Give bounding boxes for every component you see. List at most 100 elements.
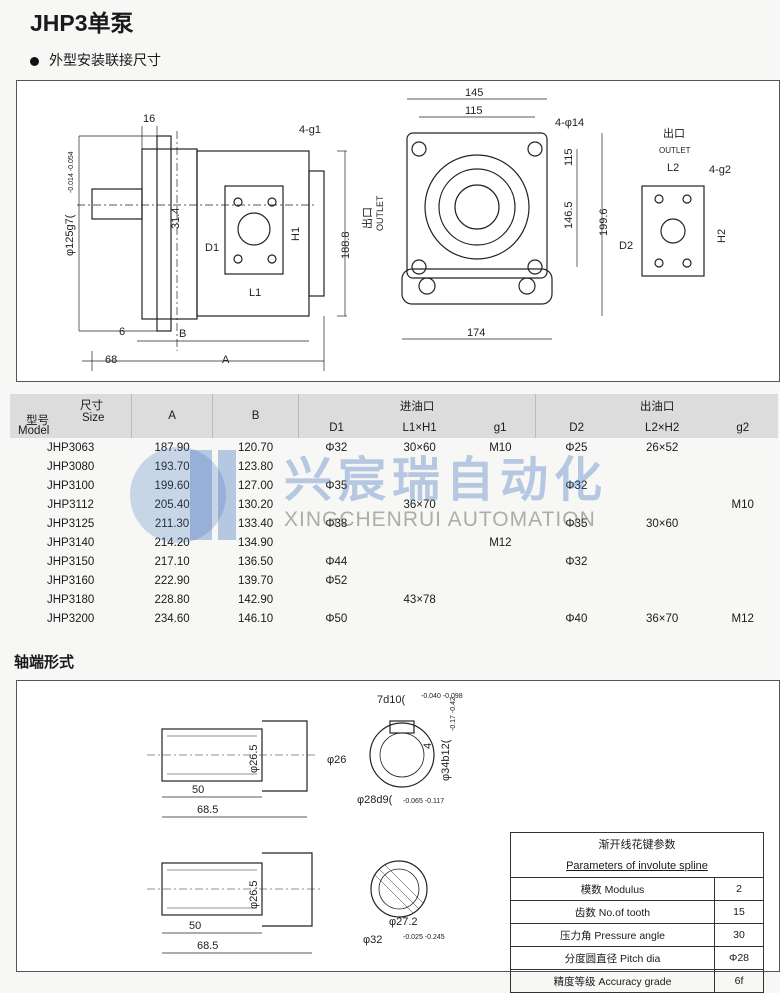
dim-50-b: 50 — [189, 920, 201, 932]
cell-B: 136.50 — [237, 555, 274, 568]
dim-phi26: φ26 — [327, 754, 346, 766]
dim-145: 145 — [465, 87, 483, 99]
spline-value: 6f — [714, 969, 764, 993]
cell-model: JHP3112 — [47, 498, 94, 511]
cell-B: 127.00 — [237, 479, 274, 492]
dim-phi265-a: φ26.5 — [248, 744, 260, 773]
dim-6: 6 — [119, 326, 125, 338]
dim-phi34-tol: -0.17 -0.42 — [450, 697, 457, 731]
dim-D1: D1 — [205, 242, 219, 254]
dim-phi34: φ34b12( — [440, 739, 452, 781]
outlet-label-en: OUTLET — [375, 195, 385, 231]
cell-B: 120.70 — [237, 441, 274, 454]
cell-model: JHP3200 — [46, 612, 95, 625]
mounting-drawing: 16 4-g1 φ125g7( -0.014 -0.054 31.4 D1 H1… — [64, 87, 731, 371]
cell-A: 222.90 — [154, 574, 190, 587]
cell-model: JHP3100 — [46, 479, 95, 492]
cell-model: JHP3125 — [46, 517, 95, 530]
mounting-drawing-panel: 16 4-g1 φ125g7( -0.014 -0.054 31.4 D1 H1… — [16, 80, 780, 382]
cell-model: JHP3160 — [46, 574, 95, 587]
table-row: JHP3080 193.70 123.80 — [10, 457, 778, 476]
spline-label: 模数 Modulus — [510, 877, 715, 901]
spline-value: 15 — [714, 900, 764, 924]
cell-A: 214.20 — [154, 536, 190, 549]
shaft-side-view-2 — [147, 852, 322, 927]
outlet-flange-view — [641, 185, 705, 277]
dim-7d10: 7d10( — [377, 694, 405, 706]
spline-value: 30 — [714, 923, 764, 947]
header-g2: g2 — [707, 418, 778, 438]
header-model-cn: 型号 — [26, 415, 49, 427]
outlet2-label-en: OUTLET — [659, 146, 691, 155]
cell-L1H1: 30×60 — [403, 441, 436, 454]
dim-shaft-tol: -0.014 -0.054 — [68, 151, 75, 193]
dim-L1: L1 — [249, 287, 261, 299]
header-size-cn: 尺寸 — [80, 400, 103, 412]
outlet-label-cn: 出口 — [360, 207, 374, 229]
cell-B: 146.10 — [237, 612, 274, 625]
header-inlet: 进油口 — [297, 394, 536, 419]
dim-A: A — [222, 354, 230, 366]
cell-L2H2: 30×60 — [646, 517, 679, 530]
spline-params-table: 渐开线花键参数 Parameters of involute spline 模数… — [510, 832, 764, 993]
pump-front-view — [401, 132, 553, 305]
cell-model: JHP3080 — [46, 460, 95, 473]
spline-section-1 — [369, 720, 435, 788]
dim-phi32-tol: -0.025 -0.245 — [403, 934, 445, 941]
cell-B: 123.80 — [237, 460, 274, 473]
section-heading-dimensions: 外型安装联接尺寸 — [30, 50, 161, 70]
cell-model: JHP3140 — [46, 536, 95, 549]
dim-685-a: 68.5 — [197, 804, 218, 816]
spec-table: 尺寸 型号 Size Model A B 进油口 出油口 D1 L1×H1 g1… — [10, 394, 778, 628]
cell-g2: M12 — [731, 612, 754, 625]
dim-phi28-tol: -0.065 -0.117 — [403, 798, 444, 805]
cell-D2: Φ35 — [565, 517, 588, 530]
dim-115: 115 — [465, 105, 483, 117]
dim-L2: L2 — [667, 162, 679, 174]
table-row: JHP3125 211.30 133.40 Φ38 Φ35 30×60 — [10, 514, 778, 533]
header-B: B — [212, 394, 299, 438]
cell-A: 228.80 — [154, 593, 190, 606]
cell-D1: Φ38 — [325, 517, 348, 530]
dim-phi32: φ32 — [363, 934, 382, 946]
header-L2H2: L2×H2 — [616, 418, 708, 438]
dim-4phi14: 4-φ14 — [555, 117, 584, 129]
cell-A: 211.30 — [154, 517, 190, 530]
spline-value: 2 — [714, 877, 764, 901]
dim-314: 31.4 — [170, 208, 182, 229]
cell-D1: Φ35 — [325, 479, 348, 492]
cell-B: 139.70 — [237, 574, 274, 587]
dim-1465: 146.5 — [563, 201, 575, 229]
page-title: JHP3单泵 — [30, 10, 134, 36]
spline-section-2 — [370, 860, 428, 918]
cell-D1: Φ52 — [325, 574, 348, 587]
cell-L1H1: 43×78 — [403, 593, 436, 606]
cell-D1: Φ32 — [325, 441, 348, 454]
cell-g2: M10 — [731, 498, 754, 511]
cell-A: 193.70 — [154, 460, 190, 473]
dim-H1: H1 — [290, 227, 302, 241]
dim-H2: H2 — [716, 229, 728, 243]
cell-D2: Φ32 — [565, 479, 588, 492]
section-heading-shaft: 轴端形式 — [14, 654, 75, 671]
cell-L1H1: 36×70 — [403, 498, 436, 511]
section-heading-label: 外型安装联接尺寸 — [49, 52, 161, 68]
spline-label: 精度等级 Accuracy grade — [510, 969, 715, 993]
dim-7d10-tol: -0.040 -0.098 — [421, 693, 463, 700]
dim-B: B — [179, 328, 186, 340]
dim-phi272: φ27.2 — [389, 916, 418, 928]
cell-B: 133.40 — [237, 517, 274, 530]
spline-title-en: Parameters of involute spline — [510, 855, 764, 878]
dim-phi265-b: φ26.5 — [248, 880, 260, 909]
cell-D2: Φ25 — [565, 441, 588, 454]
header-g1: g1 — [464, 418, 536, 438]
dim-16: 16 — [143, 113, 155, 125]
table-row: JHP3160 222.90 139.70 Φ52 — [10, 571, 778, 590]
cell-A: 234.60 — [154, 612, 190, 625]
